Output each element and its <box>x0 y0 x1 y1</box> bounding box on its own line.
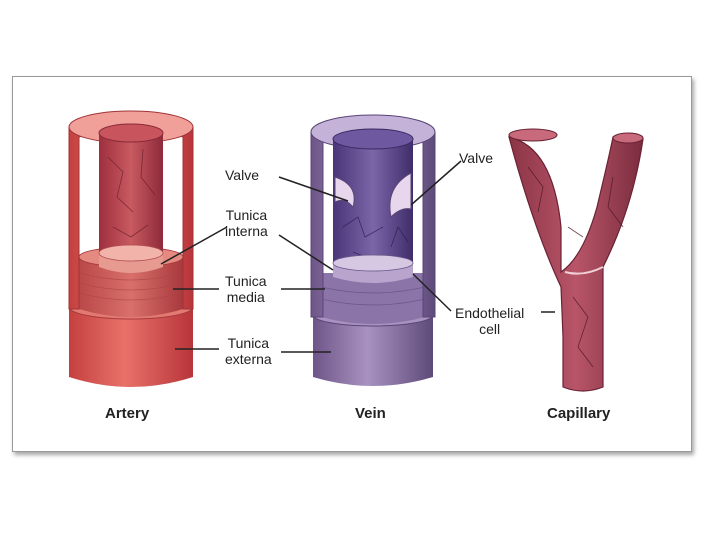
vein-illustration <box>310 114 436 386</box>
label-valve-left: Valve <box>225 167 259 183</box>
capillary-illustration <box>508 128 644 392</box>
leader-lines <box>160 160 555 353</box>
caption-vein: Vein <box>355 405 386 422</box>
caption-capillary: Capillary <box>547 405 611 422</box>
blood-vessels-illustration <box>68 110 644 392</box>
label-valve-right: Valve <box>459 150 493 166</box>
caption-artery: Artery <box>105 405 150 422</box>
artery-illustration <box>68 110 194 387</box>
